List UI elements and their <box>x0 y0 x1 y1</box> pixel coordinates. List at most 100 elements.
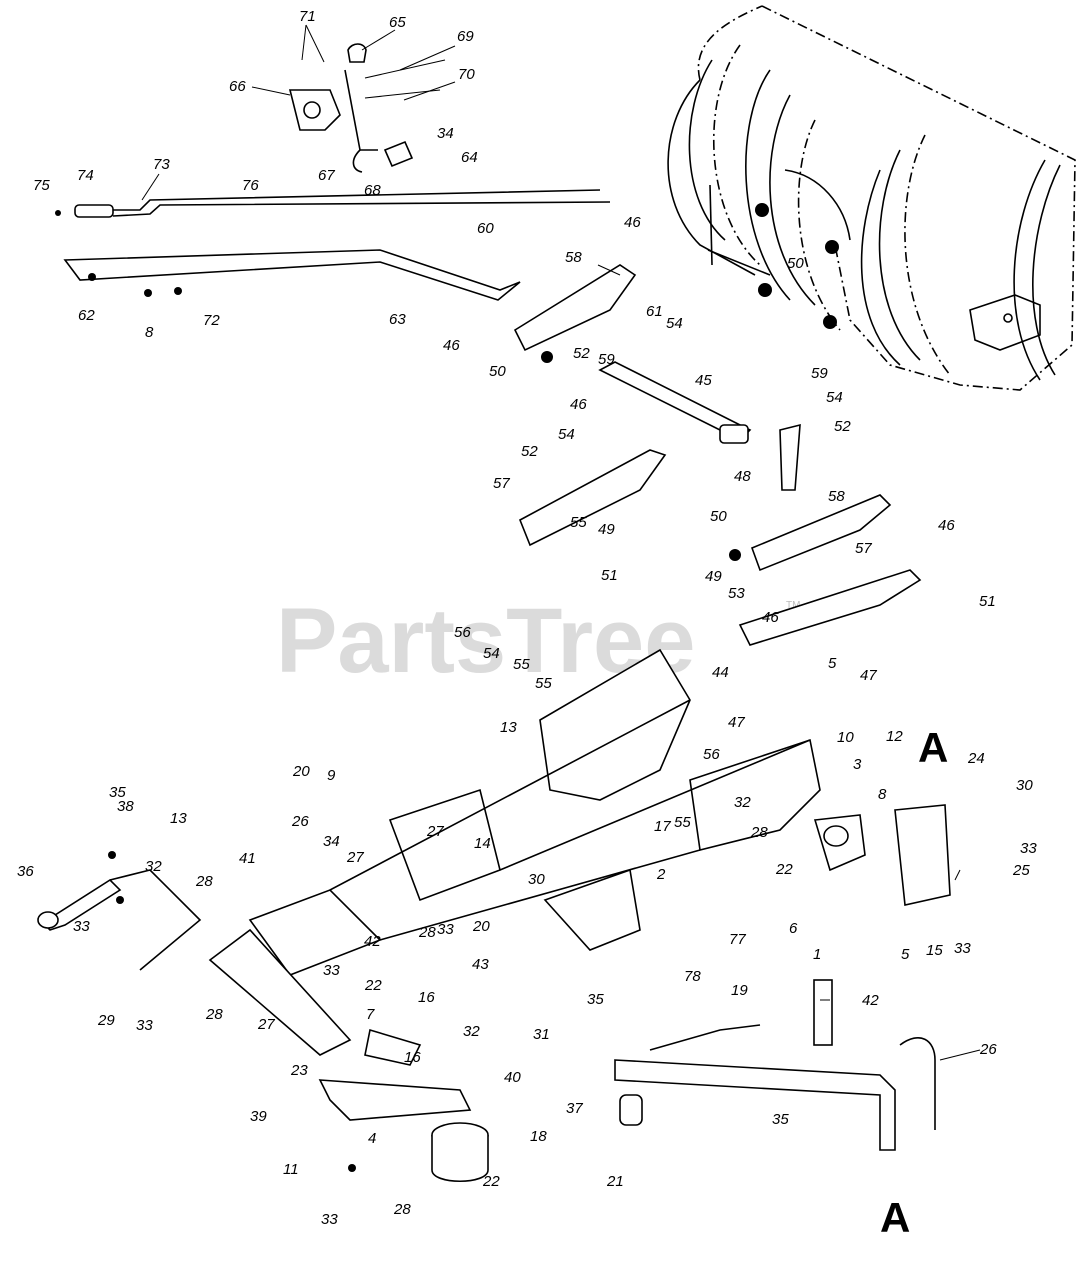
part-label: 20 <box>292 763 310 780</box>
part-label: 71 <box>299 8 316 25</box>
part-label: 49 <box>598 521 615 538</box>
part-label: 33 <box>323 962 340 979</box>
part-label: 37 <box>566 1100 583 1117</box>
part-label: 14 <box>474 835 491 852</box>
leader-lines <box>141 24 981 1061</box>
part-label: 56 <box>454 624 471 641</box>
part-label: 75 <box>33 177 50 194</box>
idler-assembly <box>318 1028 489 1183</box>
part-label: 32 <box>734 794 751 811</box>
part-label: 55 <box>674 814 691 831</box>
part-label: 28 <box>750 824 768 841</box>
section-marker-a-bottom: A <box>880 1194 910 1241</box>
part-label: 6 <box>789 920 798 937</box>
part-label: 18 <box>530 1128 547 1145</box>
part-label: 63 <box>389 311 406 328</box>
part-label: 69 <box>457 28 474 45</box>
part-label: 28 <box>205 1006 223 1023</box>
main-frame <box>208 648 951 1056</box>
part-label: 33 <box>321 1211 338 1228</box>
part-label: 68 <box>364 182 381 199</box>
part-label: 50 <box>489 363 506 380</box>
part-label: 61 <box>646 303 663 320</box>
part-label: 33 <box>437 921 454 938</box>
part-label: 60 <box>477 220 494 237</box>
part-label: 36 <box>17 863 34 880</box>
part-label: 46 <box>443 337 460 354</box>
part-label: 16 <box>418 989 435 1006</box>
part-label: 46 <box>570 396 587 413</box>
part-label: 28 <box>418 924 436 941</box>
part-label: 78 <box>684 968 701 985</box>
part-label: 13 <box>500 719 517 736</box>
part-label: 28 <box>393 1201 411 1218</box>
part-label: 33 <box>954 940 971 957</box>
part-label: 43 <box>472 956 489 973</box>
part-label: 72 <box>203 312 220 329</box>
part-label: 55 <box>513 656 530 673</box>
part-label: 42 <box>862 992 879 1009</box>
part-label: 9 <box>327 767 336 784</box>
part-label: 28 <box>195 873 213 890</box>
part-label: 59 <box>811 365 828 382</box>
part-label: 27 <box>426 823 444 840</box>
part-label: 10 <box>837 729 854 746</box>
part-label: 70 <box>458 66 475 83</box>
lift-arms <box>513 264 922 646</box>
part-label: 26 <box>979 1041 997 1058</box>
part-label: 57 <box>493 475 510 492</box>
part-label: 47 <box>860 667 877 684</box>
part-label: 19 <box>731 982 748 999</box>
section-marker-a-top: A <box>918 724 948 771</box>
part-label: 33 <box>1020 840 1037 857</box>
part-label: 50 <box>710 508 727 525</box>
part-label: 25 <box>1012 862 1030 879</box>
part-label: 42 <box>364 933 381 950</box>
part-label: 49 <box>705 568 722 585</box>
part-label: 57 <box>855 540 872 557</box>
part-label: 40 <box>504 1069 521 1086</box>
part-label: 39 <box>250 1108 267 1125</box>
part-label: 11 <box>283 1161 299 1178</box>
part-label: 20 <box>472 918 490 935</box>
part-label: 32 <box>145 858 162 875</box>
part-label: 30 <box>528 871 545 888</box>
part-label: 35 <box>587 991 604 1008</box>
part-label: 55 <box>570 514 587 531</box>
part-label: 58 <box>828 488 845 505</box>
part-label: 35 <box>772 1111 789 1128</box>
part-label: 34 <box>323 833 340 850</box>
part-label: 54 <box>666 315 683 332</box>
part-label: 23 <box>290 1062 308 1079</box>
part-label: 73 <box>153 156 170 173</box>
part-label: 52 <box>834 418 851 435</box>
lift-rod <box>63 249 521 301</box>
chute-control-assembly <box>288 43 446 173</box>
part-label: 54 <box>826 389 843 406</box>
part-label: 74 <box>77 167 94 184</box>
part-label: 46 <box>938 517 955 534</box>
part-label: 24 <box>967 750 985 767</box>
part-label: 46 <box>762 609 779 626</box>
part-label: 58 <box>565 249 582 266</box>
part-label: 67 <box>318 167 335 184</box>
part-label: 35 <box>109 784 126 801</box>
part-label: 53 <box>728 585 745 602</box>
part-label: 50 <box>787 255 804 272</box>
part-label: 56 <box>703 746 720 763</box>
part-labels: 71 65 69 66 70 34 64 67 68 73 75 74 76 6… <box>17 8 1037 1228</box>
part-label: 77 <box>729 931 746 948</box>
auger-housing <box>667 5 1076 391</box>
part-label: 41 <box>239 850 256 867</box>
part-label: 47 <box>728 714 745 731</box>
part-label: 62 <box>78 307 95 324</box>
part-label: 3 <box>853 756 862 773</box>
part-label: 21 <box>606 1173 624 1190</box>
part-label: 51 <box>979 593 996 610</box>
part-label: 34 <box>437 125 454 142</box>
part-label: 27 <box>346 849 364 866</box>
part-label: 30 <box>1016 777 1033 794</box>
part-label: 8 <box>878 786 887 803</box>
part-label: 1 <box>813 946 821 963</box>
part-label: 46 <box>624 214 641 231</box>
